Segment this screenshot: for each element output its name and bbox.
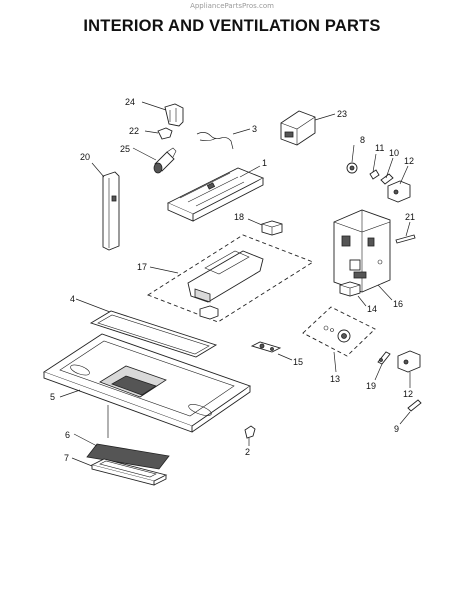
callout-25: 25	[120, 144, 130, 154]
diagram-title: INTERIOR AND VENTILATION PARTS	[83, 17, 381, 35]
part-3	[196, 128, 251, 150]
part-21	[395, 221, 416, 244]
callout-10: 10	[389, 148, 399, 158]
part-6	[73, 433, 170, 470]
part-5	[43, 333, 251, 438]
callout-21: 21	[405, 212, 415, 222]
part-22	[144, 127, 173, 140]
callout-23: 23	[337, 109, 347, 119]
callout-16: 16	[393, 299, 403, 309]
part-20	[91, 162, 120, 251]
part-12-top	[387, 165, 411, 203]
callout-6: 6	[65, 430, 70, 440]
part-18	[247, 218, 283, 236]
part-23	[280, 110, 336, 146]
callout-12-top: 12	[404, 156, 414, 166]
part-10	[380, 157, 394, 185]
part-15	[250, 341, 293, 361]
watermark: AppliancePartsPros.com	[190, 2, 274, 10]
part-1	[166, 165, 265, 222]
part-25	[132, 147, 177, 174]
part-7	[71, 457, 168, 486]
callout-24: 24	[125, 97, 135, 107]
part-16	[333, 209, 393, 301]
callout-12-bottom: 12	[403, 389, 413, 399]
callout-22: 22	[129, 126, 139, 136]
callout-8: 8	[360, 135, 365, 145]
callout-17: 17	[137, 262, 147, 272]
callout-15: 15	[293, 357, 303, 367]
callout-1: 1	[262, 158, 267, 168]
callout-7: 7	[64, 453, 69, 463]
part-11	[369, 153, 380, 180]
callout-14: 14	[367, 304, 377, 314]
part-13	[302, 306, 376, 373]
part-14	[339, 281, 367, 307]
callout-13: 13	[330, 374, 340, 384]
callout-2: 2	[245, 447, 250, 457]
callout-9: 9	[394, 424, 399, 434]
callout-3: 3	[252, 124, 257, 134]
callout-5: 5	[50, 392, 55, 402]
part-4	[75, 298, 218, 358]
part-8	[346, 144, 358, 174]
part-12-bottom	[397, 350, 421, 388]
callout-20: 20	[80, 152, 90, 162]
part-17	[147, 234, 314, 323]
callout-18: 18	[234, 212, 244, 222]
part-19	[374, 351, 391, 381]
part-2	[244, 425, 256, 446]
callout-4: 4	[70, 294, 75, 304]
part-24	[141, 101, 184, 127]
callout-19: 19	[366, 381, 376, 391]
part-9	[399, 399, 422, 425]
callout-11: 11	[375, 143, 384, 153]
